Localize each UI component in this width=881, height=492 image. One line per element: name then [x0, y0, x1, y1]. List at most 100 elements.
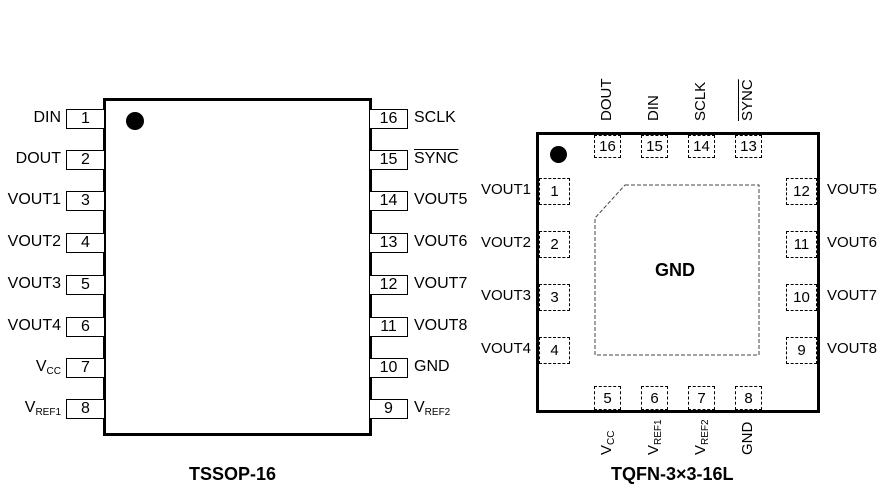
pin-name-text: DIN — [33, 109, 61, 126]
pad-number-box: 16 — [594, 135, 621, 158]
pin-number-box: 4 — [66, 233, 105, 253]
pin-name-text: VOUT5 — [827, 181, 878, 198]
tssop-body — [103, 98, 372, 436]
pin-label: DOUT — [16, 149, 61, 169]
pin-label: SYNC — [739, 79, 757, 121]
pin-label: VCC — [36, 357, 61, 382]
pin-name-text: DOUT — [15, 150, 61, 167]
pin-name-text: VOUT2 — [7, 233, 61, 250]
pad-number-box: 6 — [641, 386, 668, 410]
pin-label: VOUT2 — [481, 233, 531, 253]
pin-name-text: VOUT6 — [414, 233, 468, 250]
tqfn-title: TQFN-3×3-16L — [611, 464, 734, 484]
pad-number-box: 5 — [594, 386, 621, 410]
pad-number-box: 15 — [641, 135, 668, 158]
pin1-indicator-dot — [126, 112, 144, 130]
pin-label: VOUT6 — [827, 233, 877, 253]
pin-name-subscript: REF1 — [35, 407, 61, 418]
pad-number-box: 4 — [539, 337, 570, 364]
pin-label: VOUT5 — [414, 190, 467, 210]
pin-name-text: VOUT7 — [414, 275, 468, 292]
pin-label: VREF1 — [25, 398, 61, 423]
pin-label: VOUT4 — [481, 339, 531, 359]
pin-number-box: 12 — [369, 275, 408, 295]
pin-label: VREF2 — [414, 398, 450, 423]
pad-number-box: 2 — [539, 231, 570, 258]
pin-label: VOUT7 — [827, 286, 877, 306]
pin-label: VOUT7 — [414, 274, 467, 294]
tqfn-body — [536, 132, 820, 413]
pin-name-text: GND — [739, 421, 756, 455]
pin-number-box: 5 — [66, 275, 105, 295]
pin-label: SCLK — [692, 82, 710, 121]
pin-name-text: V — [414, 399, 425, 416]
pin-name-text: VOUT4 — [7, 317, 61, 334]
pin-label: DIN — [645, 95, 663, 121]
pin-name-text: VOUT2 — [480, 234, 531, 251]
pin-label: VREF2 — [692, 419, 715, 455]
pin-number-box: 2 — [66, 150, 105, 170]
pin-label: SYNC — [414, 149, 458, 169]
pin-number-box: 11 — [369, 317, 408, 337]
pin-number-box: 7 — [66, 358, 105, 378]
pin-number-box: 6 — [66, 317, 105, 337]
pin-label: VOUT1 — [481, 180, 531, 200]
pin-label: VOUT2 — [8, 232, 61, 252]
pin-label: GND — [414, 357, 450, 377]
tssop-title: TSSOP-16 — [189, 464, 277, 484]
pin-name-text: V — [645, 444, 662, 455]
pin-label: VOUT8 — [827, 339, 877, 359]
pin-name-text: DOUT — [598, 78, 615, 122]
pin-name-text: V — [692, 444, 709, 455]
pin-name-text: VOUT3 — [480, 287, 531, 304]
pin-name-text: V — [598, 444, 615, 455]
pin-name-text: SYNC — [414, 150, 459, 167]
pin-name-text: VOUT1 — [7, 191, 61, 208]
pin-number-box: 10 — [369, 358, 408, 378]
pin-number-box: 3 — [66, 191, 105, 211]
pin-name-text: VOUT8 — [827, 340, 878, 357]
pin-name-text: SYNC — [739, 79, 756, 121]
pin-number-box: 1 — [66, 109, 105, 129]
pin-number-box: 9 — [369, 399, 408, 419]
pin1-indicator-dot — [550, 146, 567, 163]
pad-number-box: 10 — [786, 284, 817, 311]
pin-label: VOUT6 — [414, 232, 467, 252]
pin-label: DOUT — [598, 79, 616, 122]
pin-name-text: SCLK — [414, 109, 456, 126]
pad-number-box: 13 — [735, 135, 762, 158]
pin-number-box: 16 — [369, 109, 408, 129]
pin-name-text: VOUT3 — [7, 275, 61, 292]
pad-number-box: 12 — [786, 178, 817, 205]
pin-name-text: VOUT8 — [414, 317, 468, 334]
pin-name-subscript: REF1 — [653, 419, 664, 445]
pin-label: GND — [739, 422, 757, 455]
pin-name-text: SCLK — [692, 81, 709, 121]
pin-name-text: DIN — [645, 95, 662, 121]
pin-name-text: VOUT5 — [414, 191, 468, 208]
pad-number-box: 11 — [786, 231, 817, 258]
pad-number-box: 14 — [688, 135, 715, 158]
pin-label: VOUT1 — [8, 190, 61, 210]
pin-label: VOUT8 — [414, 316, 467, 336]
pin-name-subscript: CC — [46, 366, 61, 377]
exposed-pad-label: GND — [655, 260, 695, 280]
pad-number-box: 1 — [539, 178, 570, 205]
pin-name-text: VOUT7 — [827, 287, 878, 304]
pin-label: VOUT5 — [827, 180, 877, 200]
pin-name-subscript: REF2 — [700, 419, 711, 445]
exposed-pad-outline — [594, 184, 760, 356]
pad-number-box: 8 — [735, 386, 762, 410]
pin-label: SCLK — [414, 108, 456, 128]
pin-label: VOUT3 — [481, 286, 531, 306]
pin-label: VREF1 — [645, 419, 668, 455]
pin-label: VOUT4 — [8, 316, 61, 336]
pin-number-box: 15 — [369, 150, 408, 170]
pin-name-text: VOUT4 — [480, 340, 531, 357]
pin-name-text: V — [35, 358, 47, 375]
pad-number-box: 7 — [688, 386, 715, 410]
pin-label: VOUT3 — [8, 274, 61, 294]
pin-label: VCC — [598, 431, 621, 455]
pin-number-box: 8 — [66, 399, 105, 419]
pad-number-box: 9 — [786, 337, 817, 364]
